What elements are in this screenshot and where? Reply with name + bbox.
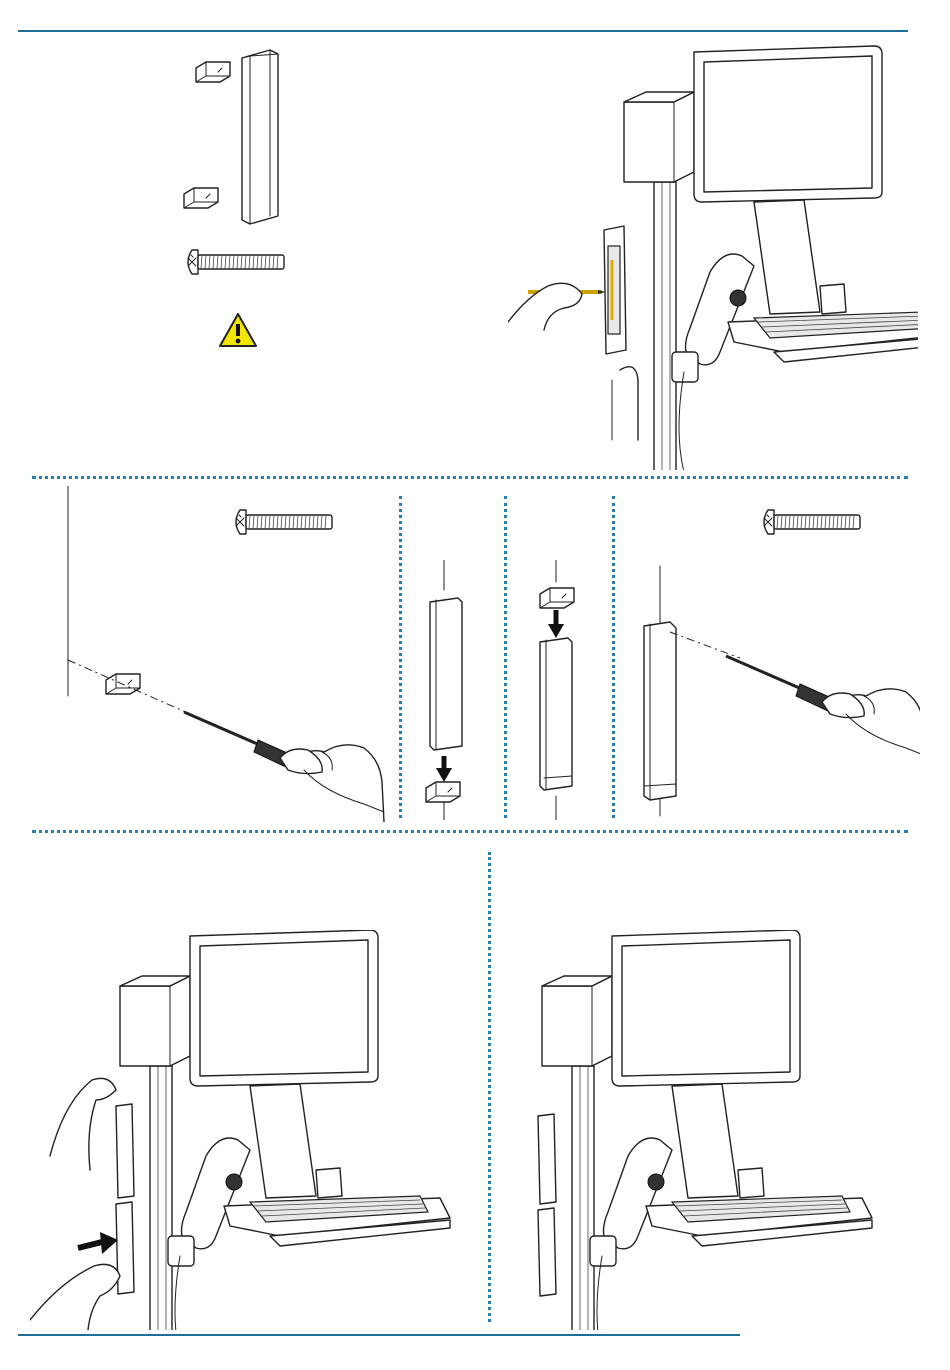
divider-vertical-step3 [399,496,402,818]
screwdriver-hand [726,656,920,766]
divider-vertical-step4 [504,496,507,818]
hand-pencil [508,283,606,330]
route-cables-panel [30,930,480,1330]
wall-clip-bottom [184,188,218,208]
divider-vertical-step5 [612,496,615,818]
insert-top-panel [518,560,598,820]
wall-clip-top [196,62,230,82]
phillips-screw-icon [236,510,332,534]
parts-panel [170,40,310,360]
push-arrow-icon [78,1232,118,1254]
cable-covers [538,1114,556,1296]
divider-vertical-bottom [488,852,491,1322]
insert-bottom-panel [412,560,492,820]
cable-cover-template [604,226,626,354]
cable-covers [116,1104,134,1294]
hand-lower [30,1264,120,1330]
phillips-screw-icon [188,250,284,274]
mark-holes-panel [508,40,918,470]
phillips-screw-icon [764,510,860,534]
hand-upper [50,1078,116,1170]
cable-cover [242,50,278,224]
warning-triangle-icon [220,314,256,346]
finished-panel [510,930,930,1330]
divider-horizontal-2 [32,830,908,833]
divider-horizontal-1 [32,476,908,479]
secure-top-panel [630,496,920,826]
top-rule [18,30,908,32]
bottom-rule [18,1334,740,1336]
attach-clip-panel [60,486,396,822]
screwdriver-hand [184,712,384,822]
hand-holding [612,367,638,440]
